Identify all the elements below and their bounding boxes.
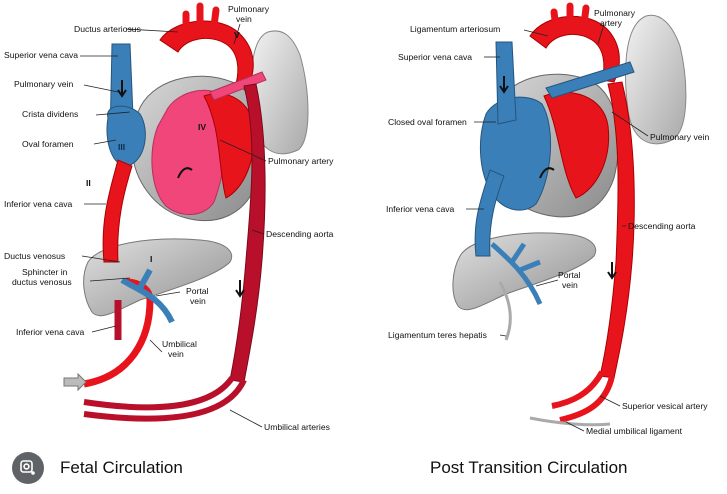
label-medial-umbilical-ligament: Medial umbilical ligament bbox=[586, 426, 683, 436]
label-pulmonary-vein-left: Pulmonary vein bbox=[14, 79, 73, 89]
label-ductus-arteriosus: Ductus arteriosus bbox=[74, 24, 141, 34]
label-oval-foramen: Oval foramen bbox=[22, 139, 74, 149]
fetal-umbilical-arteries-vessel bbox=[83, 376, 247, 422]
post-pulmonary-artery-vessel bbox=[545, 61, 635, 99]
label-umbilical-vein-1: Umbilical bbox=[162, 339, 197, 349]
label-pulmonary-vein: Pulmonary vein bbox=[650, 132, 709, 142]
post-lung-right bbox=[625, 14, 687, 145]
caption-fetal: Fetal Circulation bbox=[60, 458, 183, 477]
label-portal-vein-1: Portal bbox=[558, 270, 581, 280]
fetal-liver bbox=[83, 238, 232, 317]
label-pulmonary-vein-top-1: Pulmonary bbox=[228, 4, 270, 14]
label-superior-vena-cava: Superior vena cava bbox=[4, 50, 78, 60]
fetal-diagram: Ductus arteriosus Pulmonary vein V Super… bbox=[4, 2, 334, 432]
post-leader-lines bbox=[466, 23, 649, 432]
post-ligamentum-teres-vessel bbox=[498, 281, 512, 341]
label-numeral-i: I bbox=[150, 254, 152, 264]
fetal-entry-arrow bbox=[63, 372, 87, 392]
label-superior-vesical-artery: Superior vesical artery bbox=[622, 401, 708, 411]
post-medial-umbilical-ligament-vessel bbox=[529, 416, 611, 427]
label-pulmonary-artery-1: Pulmonary bbox=[594, 8, 636, 18]
label-portal-vein-1: Portal bbox=[186, 286, 209, 296]
fetal-aorta-branches bbox=[182, 2, 220, 34]
label-umbilical-vein-2: vein bbox=[168, 349, 184, 359]
label-pulmonary-artery-2: artery bbox=[600, 18, 623, 28]
fetal-portal-vein-vessel bbox=[120, 268, 175, 324]
label-pulmonary-artery: Pulmonary artery bbox=[268, 156, 334, 166]
post-superior-vena-cava bbox=[495, 41, 517, 125]
fetal-pulmonary-vein-vessel bbox=[209, 71, 267, 101]
label-sphincter-1: Sphincter in bbox=[22, 267, 68, 277]
label-ductus-venosus: Ductus venosus bbox=[4, 251, 65, 261]
fetal-left-ventricle bbox=[203, 93, 255, 199]
post-aortic-arch bbox=[529, 16, 620, 83]
image-search-button[interactable] bbox=[12, 452, 44, 484]
label-sphincter-2: ductus venosus bbox=[12, 277, 72, 287]
post-diagram: Ligamentum arteriosum Pulmonary artery S… bbox=[386, 2, 709, 436]
label-umbilical-arteries: Umbilical arteries bbox=[264, 422, 330, 432]
post-flow-arrows bbox=[499, 76, 617, 280]
label-portal-vein-2: vein bbox=[190, 296, 206, 306]
post-inferior-vena-cava-vessel bbox=[474, 169, 505, 257]
label-numeral-v: V bbox=[234, 30, 240, 40]
label-numeral-ii: II bbox=[86, 178, 91, 188]
image-search-icon bbox=[20, 460, 35, 475]
label-descending-aorta: Descending aorta bbox=[266, 229, 334, 239]
fetal-leader-lines bbox=[80, 23, 267, 428]
post-vesical-arteries-vessel bbox=[551, 370, 615, 423]
post-left-ventricle bbox=[543, 91, 610, 199]
label-inferior-vena-cava-bottom: Inferior vena cava bbox=[16, 327, 85, 337]
label-numeral-iii: III bbox=[118, 142, 125, 152]
caption-post: Post Transition Circulation bbox=[430, 458, 628, 477]
post-portal-vein-vessel bbox=[490, 242, 543, 305]
label-crista-dividens: Crista dividens bbox=[22, 109, 78, 119]
fetal-right-atrium bbox=[106, 105, 146, 167]
fetal-inferior-vena-cava-vessel bbox=[102, 159, 133, 263]
label-numeral-iv: IV bbox=[198, 122, 206, 132]
label-inferior-vena-cava: Inferior vena cava bbox=[386, 204, 455, 214]
label-inferior-vena-cava-top: Inferior vena cava bbox=[4, 199, 73, 209]
label-superior-vena-cava: Superior vena cava bbox=[398, 52, 472, 62]
label-portal-vein-2: vein bbox=[562, 280, 578, 290]
post-aorta-branches bbox=[550, 2, 590, 32]
label-ligamentum-arteriosum: Ligamentum arteriosum bbox=[410, 24, 500, 34]
label-descending-aorta: Descending aorta bbox=[628, 221, 696, 231]
fetal-flow-arrows bbox=[117, 80, 245, 298]
label-closed-oval-foramen: Closed oval foramen bbox=[388, 117, 467, 127]
label-pulmonary-vein-top-2: vein bbox=[236, 14, 252, 24]
label-ligamentum-teres: Ligamentum teres hepatis bbox=[388, 330, 487, 340]
